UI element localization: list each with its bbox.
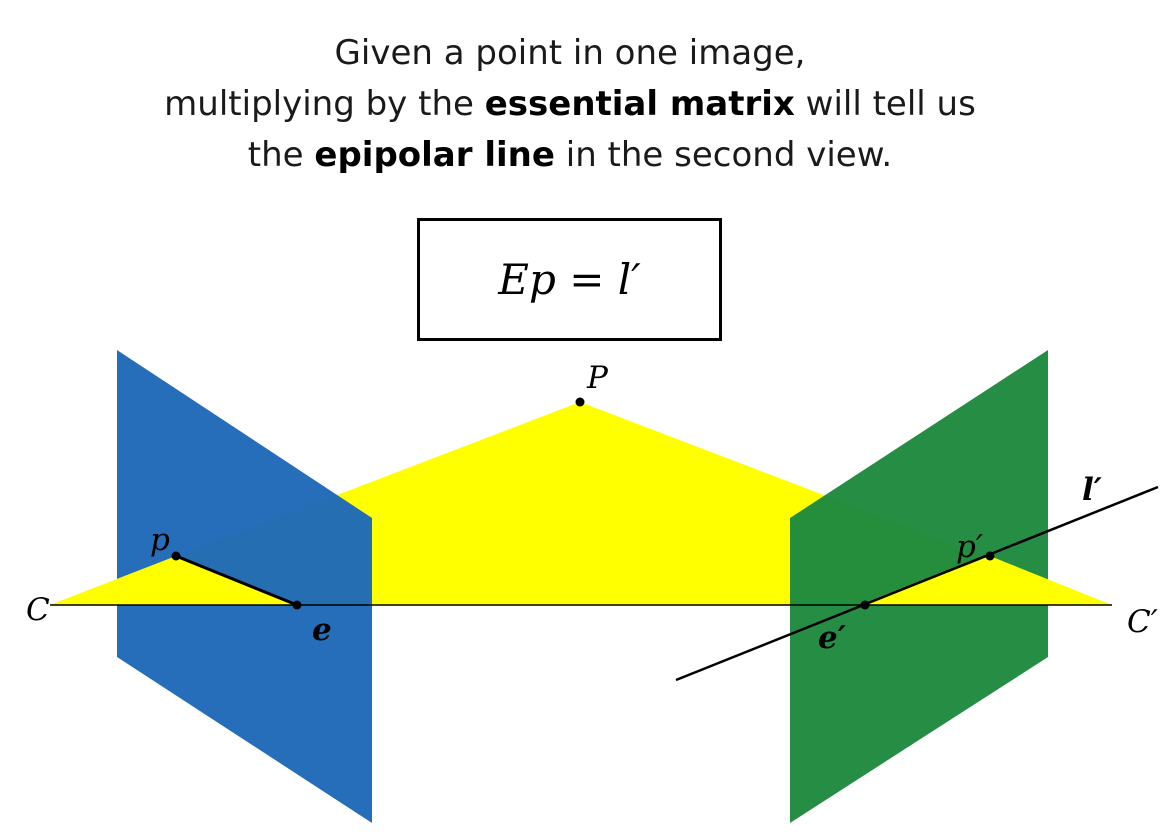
point-P	[575, 397, 585, 407]
label-p: p	[150, 522, 170, 558]
right-ray-triangle	[865, 556, 1112, 605]
epipolar-line-term: epipolar line	[314, 135, 555, 175]
label-P: P	[586, 360, 609, 396]
caption-line-3-post: in the second view.	[554, 135, 893, 175]
label-C: C	[26, 592, 50, 628]
label-e: e	[312, 612, 332, 648]
caption-line-1: Given a point in one image,	[334, 33, 806, 73]
point-p	[171, 551, 181, 561]
point-e-prime	[860, 600, 870, 610]
left-ray-triangle	[50, 556, 297, 605]
left-epipolar-segment	[175, 554, 298, 607]
label-p-prime: p′	[956, 529, 983, 565]
caption-line-2-post: will tell us	[794, 84, 976, 124]
label-l-prime: l′	[1082, 472, 1102, 508]
epipolar-line-l-prime	[675, 485, 1159, 682]
caption-line-2-pre: multiplying by the	[164, 84, 485, 124]
label-C-prime: C′	[1127, 604, 1158, 640]
label-e-prime: e′	[818, 620, 846, 656]
equation-text: Ep = l′	[498, 255, 641, 304]
point-p-prime	[985, 551, 995, 561]
equation-box: Ep = l′	[417, 218, 722, 341]
point-e	[292, 600, 302, 610]
caption-line-3: the epipolar line in the second view.	[0, 130, 1140, 181]
essential-matrix-term: essential matrix	[484, 84, 795, 124]
caption: Given a point in one image, multiplying …	[0, 28, 1140, 181]
caption-line-2: multiplying by the essential matrix will…	[0, 79, 1140, 130]
caption-line-3-pre: the	[247, 135, 315, 175]
